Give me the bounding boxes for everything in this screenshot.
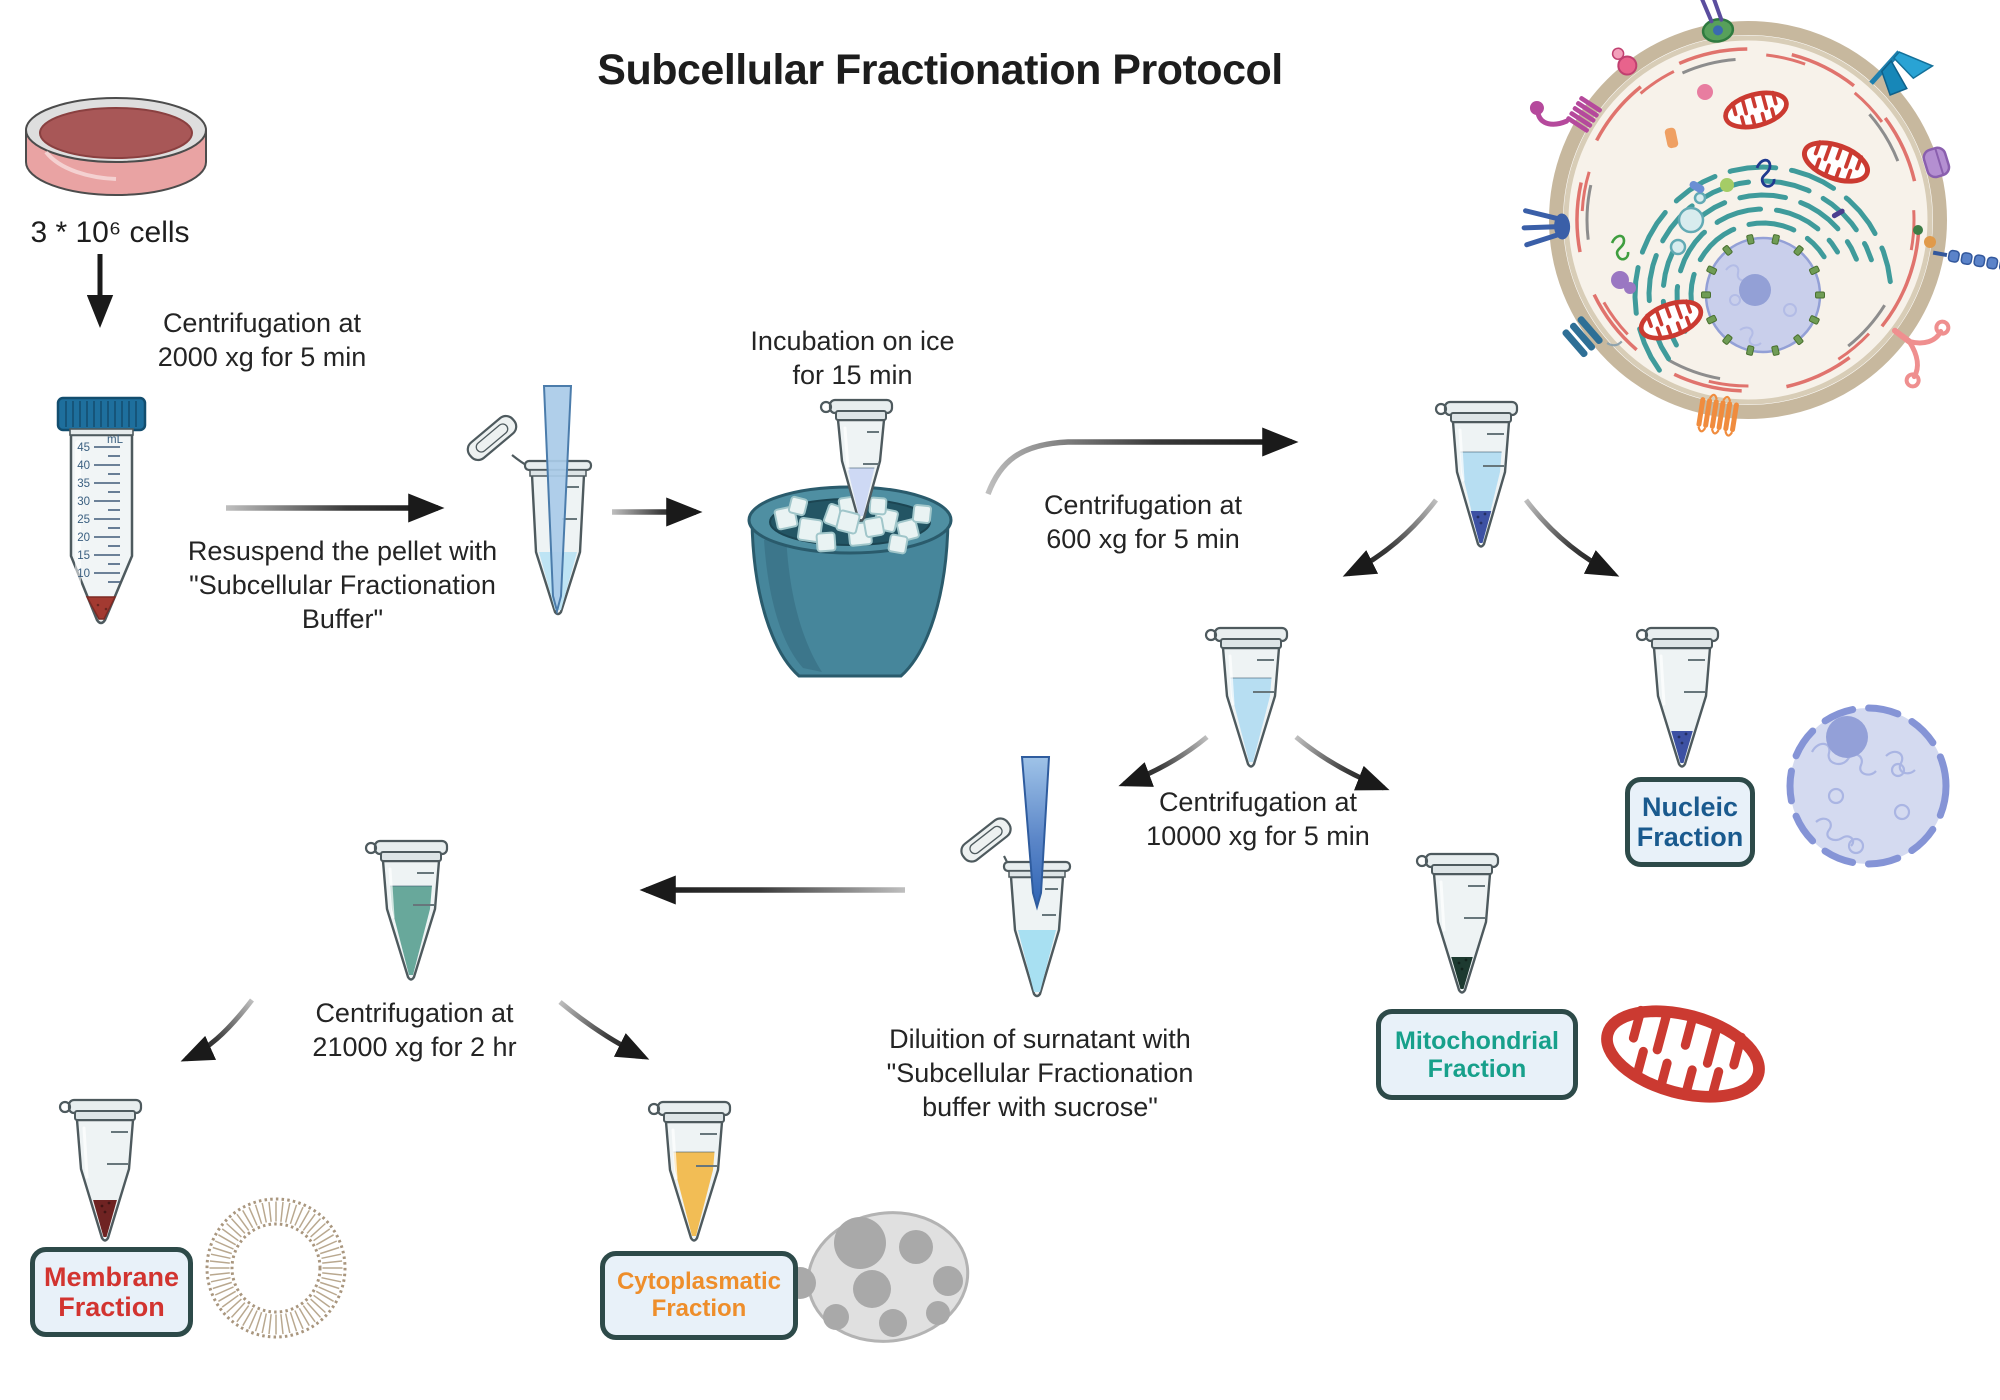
falcon-unit-label: mL xyxy=(107,434,124,446)
step-incubation-label: Incubation on ice for 15 min xyxy=(750,326,955,391)
membrane-fraction-label: Membrane Fraction xyxy=(30,1247,193,1337)
falcon-graduation: 40 xyxy=(77,460,90,472)
cytoplasmatic-fraction-label: Cytoplasmatic Fraction xyxy=(600,1251,798,1340)
membrane-protein-icon xyxy=(1932,249,2000,272)
mitochondrion-icon xyxy=(1802,140,1870,184)
step-centrifuge-2000-label: Centrifugation at 2000 xg for 5 min xyxy=(157,308,367,373)
step-centrifuge-10000-label: Centrifugation at 10000 xg for 5 min xyxy=(1146,787,1370,852)
cells-count-label: 3 * 10⁶ cells xyxy=(30,216,190,249)
mitochondrial-fraction-label: Mitochondrial Fraction xyxy=(1376,1009,1578,1100)
membrane-fraction-tube xyxy=(58,1098,143,1242)
arrow-split-10000-right xyxy=(1294,735,1390,791)
mitochondrion-icon xyxy=(1723,90,1789,130)
membrane-protein-icon xyxy=(1696,393,1739,437)
cell-illustration xyxy=(1521,0,2000,437)
tube-supernatant-600xg xyxy=(1204,626,1289,768)
membrane-protein-icon xyxy=(1562,316,1623,358)
nucleus-illustration xyxy=(1786,704,1950,868)
resuspension-tube-icon xyxy=(466,385,593,616)
membrane-protein-icon xyxy=(1696,0,1735,43)
falcon-tube-icon: 45 40 35 30 25 20 15 10 mL xyxy=(56,396,147,625)
step-centrifuge-600-label: Centrifugation at 600 xg for 5 min xyxy=(1043,490,1243,555)
nucleic-fraction-tube xyxy=(1635,626,1720,768)
flow-arrows xyxy=(86,254,1620,1062)
falcon-graduation: 15 xyxy=(77,550,90,562)
nucleic-fraction-text: Nucleic Fraction xyxy=(1636,791,1744,852)
mitochondrion-icon xyxy=(1638,299,1704,341)
arrow-split-21000-right xyxy=(558,1000,650,1060)
dilution-tube-icon xyxy=(960,756,1072,998)
arrow-split-10000-left xyxy=(1118,735,1209,787)
mitochondrion-illustration xyxy=(1601,1005,1765,1103)
membrane-protein-icon xyxy=(1529,96,1603,133)
falcon-graduation: 25 xyxy=(77,514,90,526)
teal-sucrose-tube xyxy=(364,839,449,981)
petri-dish-icon xyxy=(25,97,207,196)
pipette-icon xyxy=(1020,756,1051,911)
arrow-centrifugation-600 xyxy=(985,427,1299,495)
membrane-protein-icon xyxy=(1611,47,1638,76)
membrane-protein-icon xyxy=(1922,146,1951,179)
falcon-graduation: 35 xyxy=(77,478,90,490)
mitochondrial-fraction-tube xyxy=(1415,852,1500,994)
tube-after-600xg xyxy=(1434,400,1519,548)
arrow-split-600-right xyxy=(1524,498,1620,577)
membrane-liposome-illustration xyxy=(205,1197,347,1339)
cytoplasmatic-fraction-tube xyxy=(647,1100,732,1242)
step-centrifuge-21000-label: Centrifugation at 21000 xg for 2 hr xyxy=(312,998,517,1063)
falcon-graduation: 20 xyxy=(77,532,90,544)
tube-on-ice xyxy=(819,398,894,522)
mitochondrial-fraction-text: Mitochondrial Fraction xyxy=(1395,1026,1559,1083)
membrane-protein-icon xyxy=(1869,50,1935,96)
cytoplasmatic-fraction-text: Cytoplasmatic Fraction xyxy=(616,1267,782,1322)
page-title: Subcellular Fractionation Protocol xyxy=(597,46,1283,94)
step-dilution-label: Diluition of surnatant with "Subcellular… xyxy=(886,1024,1194,1123)
arrow-split-600-left xyxy=(1342,498,1438,577)
cytosol-illustration xyxy=(784,1211,970,1343)
ice-front-cubes xyxy=(835,509,885,538)
falcon-graduation: 30 xyxy=(77,496,90,508)
falcon-graduation: 45 xyxy=(77,442,90,454)
membrane-protein-icon xyxy=(1521,208,1571,248)
step-resuspend-label: Resuspend the pellet with "Subcellular F… xyxy=(187,536,498,635)
pipette-icon xyxy=(542,385,573,615)
falcon-graduation: 10 xyxy=(77,568,90,580)
membrane-fraction-text: Membrane Fraction xyxy=(43,1261,180,1322)
membrane-protein-icon xyxy=(1891,319,1951,389)
arrow-split-21000-left xyxy=(180,998,254,1062)
nucleic-fraction-label: Nucleic Fraction xyxy=(1625,777,1755,867)
